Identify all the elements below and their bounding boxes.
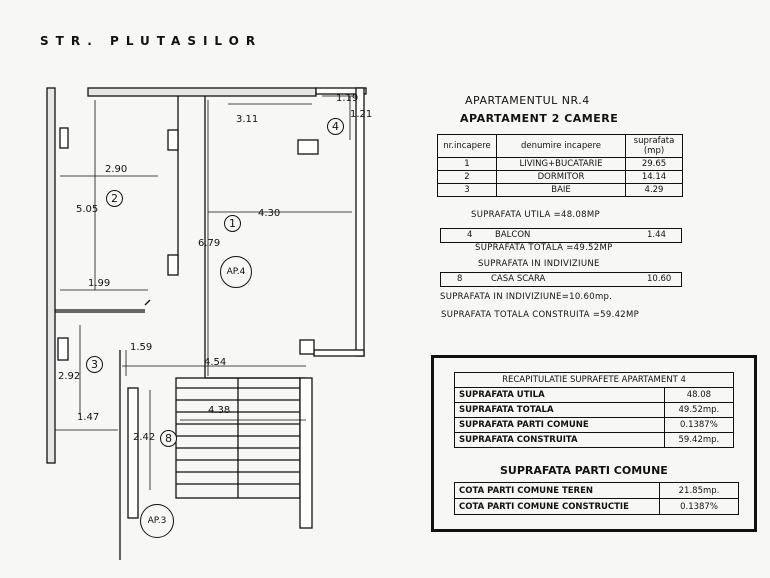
west-wall [46,87,56,464]
cell-name: LIVING+BUCATARIE [496,157,626,171]
cell-label: SUPRAFATA PARTI COMUNE [454,417,665,433]
cell-nr: 2 [437,170,497,184]
cell-label: COTA PARTI COMUNE CONSTRUCTIE [454,498,660,515]
dim-label: 1.99 [88,278,111,289]
cell-label: COTA PARTI COMUNE TEREN [454,482,660,499]
table-header-row: nr.incapere denumire incapere suprafata … [437,134,683,158]
rooms-table: nr.incapere denumire incapere suprafata … [437,134,683,197]
cell-label: SUPRAFATA CONSTRUITA [454,432,665,448]
room-number-marker: 8 [160,430,177,447]
dim-label: 1.59 [130,342,153,353]
cell-value: 21.85mp. [659,482,739,499]
table-row: 2 DORMITOR 14.14 [437,170,683,184]
cell-nr: 8 [457,274,463,284]
dim-label: 1.47 [77,412,100,423]
recap-title: RECAPITULATIE SUPRAFETE APARTAMENT 4 [454,372,734,388]
dim-label: 5.05 [76,204,99,215]
common-area-table: COTA PARTI COMUNE TEREN 21.85mp. COTA PA… [454,482,739,515]
dim-label: 2.42 [133,432,156,443]
room-number-marker: 4 [327,118,344,135]
table-row: SUPRAFATA PARTI COMUNE 0.1387% [454,417,735,433]
header-cell: suprafata (mp) [625,134,683,158]
apartment-label: AP.4 [220,256,252,288]
cell-name: CASA SCARA [491,274,546,284]
staircase-row: 8 CASA SCARA 10.60 [440,272,682,287]
cell-value: 0.1387% [659,498,739,515]
cell-label: SUPRAFATA TOTALA [454,402,665,418]
table-row: 1 LIVING+BUCATARIE 29.65 [437,157,683,171]
apartment-type-title: APARTAMENT 2 CAMERE [460,112,619,125]
apartment-number-title: APARTAMENTUL NR.4 [465,94,590,107]
dim-label: 4.54 [204,357,227,368]
cell-name: BALCON [495,230,531,240]
cell-name: BAIE [496,183,626,197]
cell-nr: 1 [437,157,497,171]
table-row: COTA PARTI COMUNE CONSTRUCTIE 0.1387% [454,498,739,515]
cell-nr: 3 [437,183,497,197]
cell-value: 48.08 [663,387,735,403]
street-name: STR. PLUTASILOR [40,34,263,48]
dim-label: 1.21 [350,109,373,120]
common-area-title: SUPRAFATA PARTI COMUNE [500,464,668,477]
table-header-row: RECAPITULATIE SUPRAFETE APARTAMENT 4 [454,372,734,388]
shared-area-title: SUPRAFATA IN INDIVIZIUNE [478,259,600,269]
dim-label: 2.92 [58,371,81,382]
header-cell: nr.incapere [437,134,497,158]
room-number-marker: 3 [86,356,103,373]
total-area-text: SUPRAFATA TOTALA =49.52MP [475,243,613,253]
dim-label: 1.19 [336,93,359,104]
cell-nr: 4 [467,230,473,240]
dim-label: 4.30 [258,208,281,219]
cell-area: 4.29 [625,183,683,197]
north-wall [87,87,317,97]
table-row: SUPRAFATA TOTALA 49.52mp. [454,402,735,418]
cell-value: 49.52mp. [663,402,735,418]
cell-value: 0.1387% [663,417,735,433]
floor-plan [46,87,367,560]
cell-area: 1.44 [647,230,666,240]
balcony-rail-north [315,87,367,95]
cell-value: 59.42mp. [663,432,735,448]
cell-label: SUPRAFATA UTILA [454,387,665,403]
dim-label: 6.79 [198,238,221,249]
recap-table: RECAPITULATIE SUPRAFETE APARTAMENT 4 SUP… [454,372,735,448]
recap-box: RECAPITULATIE SUPRAFETE APARTAMENT 4 SUP… [431,355,757,532]
dim-label: 4.38 [208,405,231,416]
cell-area: 14.14 [625,170,683,184]
shared-area-text: SUPRAFATA IN INDIVIZIUNE=10.60mp. [440,292,613,302]
table-row: SUPRAFATA UTILA 48.08 [454,387,735,403]
table-row: COTA PARTI COMUNE TEREN 21.85mp. [454,482,739,499]
cell-area: 29.65 [625,157,683,171]
table-row: 3 BAIE 4.29 [437,183,683,197]
dim-label: 2.90 [105,164,128,175]
cell-name: DORMITOR [496,170,626,184]
room-number-marker: 1 [224,215,241,232]
header-cell: denumire incapere [496,134,626,158]
constructed-area-text: SUPRAFATA TOTALA CONSTRUITA =59.42MP [441,310,640,320]
balcony-row: 4 BALCON 1.44 [440,228,682,243]
balcony-rail-south [313,349,365,357]
apartment-label: AP.3 [140,504,174,538]
dim-label: 3.11 [236,114,259,125]
room-number-marker: 2 [106,190,123,207]
cell-area: 10.60 [647,274,672,284]
east-wall [355,87,365,357]
usable-area-text: SUPRAFATA UTILA =48.08MP [471,210,600,220]
table-row: SUPRAFATA CONSTRUITA 59.42mp. [454,432,735,448]
